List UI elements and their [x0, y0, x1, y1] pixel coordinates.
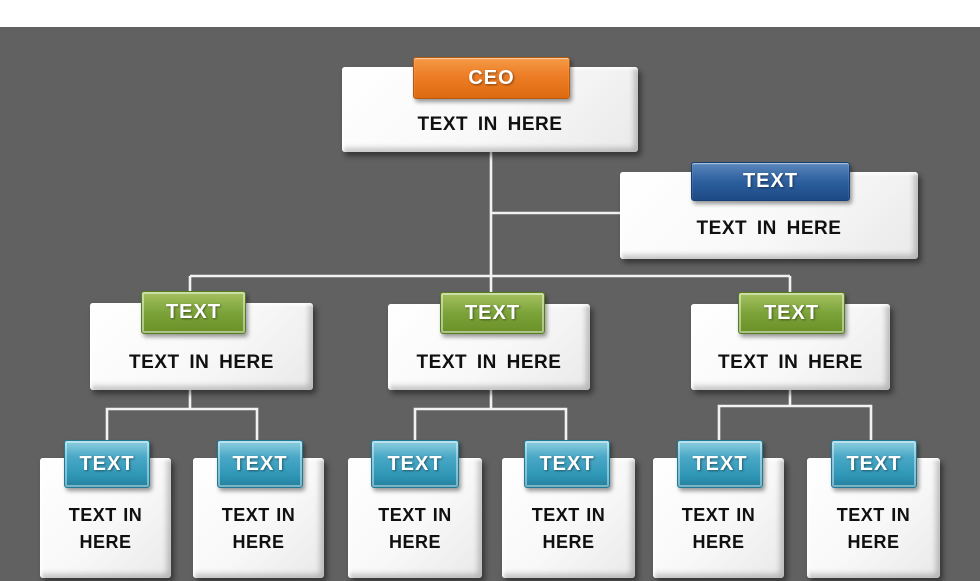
ceo-header-label: CEO [468, 66, 515, 89]
assistant-header-tab: TEXT [691, 162, 850, 201]
staff-2-body-text: TEXT IN HERE [221, 505, 296, 552]
assistant-body-text: TEXT IN HERE [696, 218, 842, 239]
staff-1-header-tab: TEXT [64, 440, 150, 488]
manager-3-header-label: TEXT [763, 301, 820, 324]
ceo-header-tab: CEO [413, 57, 570, 99]
staff-5-header-tab: TEXT [677, 440, 763, 488]
staff-6-header-tab: TEXT [831, 440, 917, 488]
manager-2-body-text: TEXT IN HERE [416, 352, 562, 373]
connector-group1 [105, 389, 259, 445]
staff-1-header-label: TEXT [79, 452, 135, 475]
staff-3-body-text: TEXT IN HERE [378, 505, 452, 552]
staff-4-header-label: TEXT [539, 452, 595, 475]
staff-2-header-label: TEXT [232, 452, 288, 475]
assistant-header-label: TEXT [742, 170, 799, 192]
staff-2-header-tab: TEXT [217, 440, 303, 488]
manager-3-body-text: TEXT IN HERE [718, 352, 863, 373]
staff-1-body-text: TEXT IN HERE [68, 505, 143, 552]
ceo-body-text: TEXT IN HERE [417, 114, 563, 135]
connector-group3 [717, 389, 873, 442]
staff-4-body-text: TEXT IN HERE [531, 505, 606, 552]
staff-5-header-label: TEXT [692, 452, 748, 475]
top-white-strip [0, 0, 980, 27]
connector-group2 [413, 389, 568, 445]
connector-level2-bus [188, 274, 792, 294]
staff-3-header-label: TEXT [387, 452, 443, 475]
staff-3-header-tab: TEXT [371, 440, 459, 488]
staff-5-body-text: TEXT IN HERE [681, 505, 756, 552]
manager-2-header-label: TEXT [464, 301, 521, 324]
manager-1-header-tab: TEXT [141, 291, 246, 334]
manager-3-header-tab: TEXT [738, 292, 845, 334]
manager-2-header-tab: TEXT [440, 292, 545, 334]
staff-6-body-text: TEXT IN HERE [836, 505, 911, 552]
staff-6-header-label: TEXT [846, 452, 902, 475]
staff-4-header-tab: TEXT [524, 440, 610, 488]
manager-1-body-text: TEXT IN HERE [129, 352, 274, 373]
manager-1-header-label: TEXT [165, 301, 222, 323]
